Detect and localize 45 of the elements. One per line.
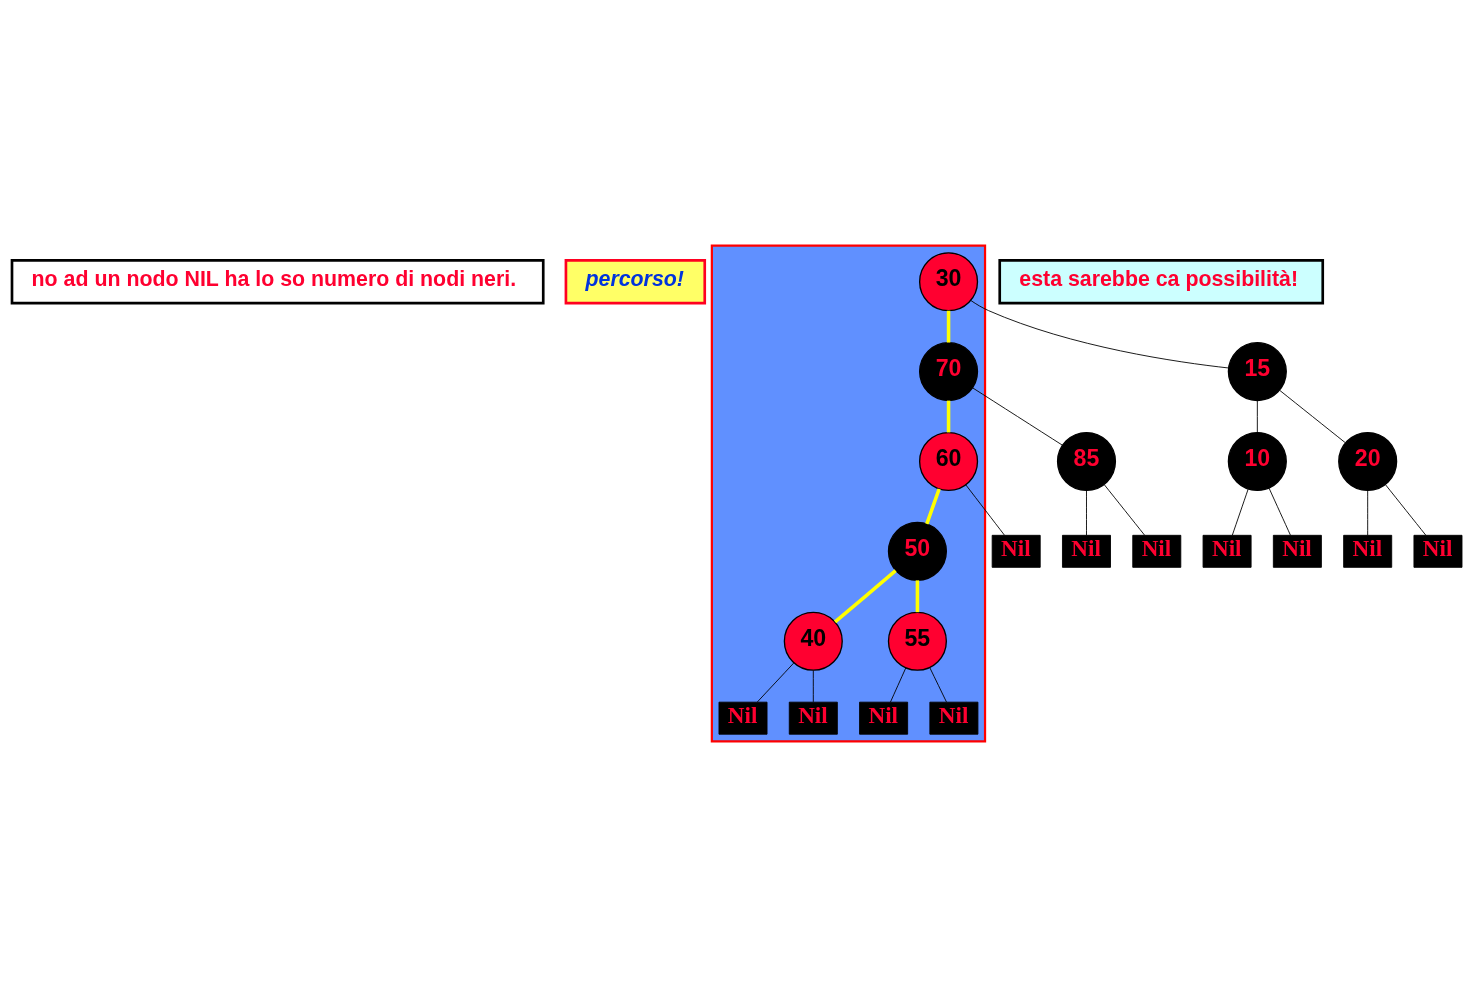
connector [925, 487, 941, 524]
node-box: esta sarebbe ca possibilità! [998, 258, 1325, 304]
connector [1279, 389, 1346, 443]
connector [1367, 489, 1369, 536]
connector [1384, 483, 1427, 536]
connector [812, 669, 814, 702]
node-box: Nil [991, 534, 1041, 568]
connector [946, 400, 951, 432]
connector [965, 483, 1005, 536]
connector [970, 299, 1229, 368]
connector [756, 662, 795, 702]
connector [833, 568, 897, 623]
node-circle: 60 [918, 431, 979, 491]
node-box: Nil [1202, 534, 1252, 568]
connector [929, 666, 947, 702]
node-box: Nil [1413, 534, 1463, 568]
connector [1231, 488, 1249, 536]
node-circle: 40 [783, 611, 843, 671]
node-circle: 15 [1227, 341, 1287, 401]
node-circle: 20 [1338, 431, 1398, 491]
node-circle: 55 [887, 611, 947, 671]
node-box: Nil [929, 701, 979, 735]
cluster [710, 244, 987, 742]
connector [1268, 487, 1291, 536]
connector [1256, 399, 1258, 433]
node-box: no ad un nodo NIL ha lo so numero di nodi neri. [10, 258, 545, 304]
node-box: Nil [1062, 534, 1111, 568]
node-circle: 70 [918, 341, 979, 401]
connector [915, 579, 920, 612]
node-box: Nil [1272, 534, 1322, 568]
node-box: percorso! [564, 258, 707, 304]
node-box: Nil [1343, 534, 1393, 568]
node-box: Nil [1132, 534, 1182, 568]
connector [1103, 483, 1146, 536]
connector [946, 310, 951, 343]
node-circle: 50 [887, 521, 947, 581]
node-box: Nil [718, 701, 768, 735]
connector [1086, 489, 1087, 536]
node-circle: 30 [918, 251, 979, 311]
connector [972, 386, 1063, 446]
node-circle: 10 [1227, 431, 1287, 491]
connector [890, 667, 907, 703]
node-box: Nil [859, 701, 909, 735]
node-circle: 85 [1056, 431, 1117, 491]
node-box: Nil [788, 701, 838, 735]
